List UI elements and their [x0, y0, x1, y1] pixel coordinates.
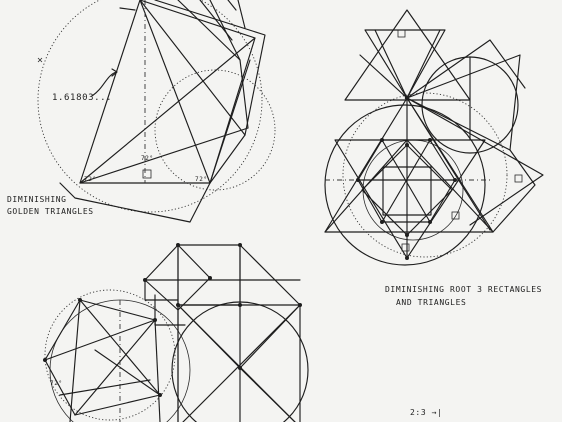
- root3-diagonal-4: [406, 139, 494, 233]
- two-three-nodes: [43, 243, 302, 397]
- golden-side-6: [199, 0, 233, 41]
- golden-triangle-3: [154, 0, 266, 184]
- root3-right-angle-mark: [397, 29, 406, 38]
- golden-diagonal-4: [177, 0, 241, 61]
- root3-hex-diagonal-2: [381, 139, 431, 223]
- golden-title: GOLDEN TRIANGLES: [7, 207, 94, 216]
- two-three-chord: [59, 379, 151, 396]
- golden-center-mark: [37, 57, 43, 63]
- root3-rotated-triangle-2: [406, 39, 526, 99]
- two-three-fan-ray: [79, 299, 161, 396]
- ratio-note: 2:3 →|: [410, 408, 443, 417]
- golden-diagonal-2: [79, 127, 249, 184]
- root3-right-angle-mark: [451, 211, 460, 220]
- root3-upper-triangle: [344, 9, 471, 101]
- root3-title: DIMINISHING ROOT 3 RECTANGLES: [385, 285, 542, 294]
- root3-dotted-circle: [342, 92, 508, 258]
- ratio-arrow-head: [111, 68, 118, 77]
- root3-right-wedge: [492, 149, 536, 233]
- two-three-fan-ray: [74, 319, 156, 416]
- root3-inner-circle: [362, 139, 464, 241]
- root3-figure: DIMINISHING ROOT 3 RECTANGLES AND TRIANG…: [324, 9, 544, 307]
- golden-tick: [119, 7, 136, 11]
- two-three-left-polygon: [44, 299, 161, 416]
- golden-title: DIMINISHING: [7, 195, 67, 204]
- root3-diagonal-3: [324, 139, 408, 233]
- two-three-dotted-circle: [44, 289, 176, 421]
- two-three-chord: [94, 349, 161, 396]
- golden-circumcircle: [37, 0, 263, 213]
- two-three-square-diagonal: [182, 304, 301, 422]
- angle-label-72: 72°: [50, 380, 63, 387]
- root3-ray-upper-left: [374, 29, 408, 99]
- root3-title: AND TRIANGLES: [396, 298, 466, 307]
- two-three-fan-ray: [79, 299, 156, 321]
- golden-triangle-2: [139, 0, 256, 184]
- root3-ray-upper-right: [406, 29, 441, 99]
- root3-rotated-triangle-3: [406, 97, 544, 226]
- golden-triangles-figure: 1.61803... 72° 72° 72° DIMINISHING GOLDE…: [7, 0, 276, 223]
- golden-diagonal-1: [79, 37, 256, 184]
- golden-ratio-label: 1.61803...: [52, 93, 112, 103]
- ratio-arrow: [91, 71, 117, 97]
- root3-nodes: [356, 95, 457, 260]
- golden-lower-triangle: [59, 182, 211, 223]
- root3-upright-triangle: [324, 97, 494, 233]
- golden-inner-arc: [154, 69, 276, 191]
- angle-label-72: 72°: [84, 176, 97, 183]
- golden-edge-right-2: [227, 0, 237, 11]
- two-three-small-rect: [144, 279, 179, 301]
- angle-label-72: 72°: [141, 155, 154, 162]
- root3-rotated-triangle-1: [406, 54, 521, 151]
- two-three-fan-ray: [154, 319, 161, 422]
- two-three-fan-ray: [69, 299, 81, 422]
- golden-diagonal-3: [139, 0, 246, 136]
- golden-right-angle-mark: [142, 169, 152, 179]
- two-three-lower-edge: [239, 367, 296, 422]
- root3-ray-left: [359, 54, 408, 99]
- two-three-fan-ray: [44, 319, 156, 361]
- root3-large-circle: [324, 104, 486, 266]
- root3-ray-lower-right: [406, 97, 491, 231]
- golden-side-5: [209, 59, 251, 184]
- two-three-figure: 72° 2:3 →|: [43, 243, 443, 422]
- root3-right-angle-mark: [401, 243, 410, 252]
- angle-label-72: 72°: [195, 176, 208, 183]
- root3-right-angle-mark: [514, 174, 523, 183]
- golden-edge-right: [237, 0, 246, 29]
